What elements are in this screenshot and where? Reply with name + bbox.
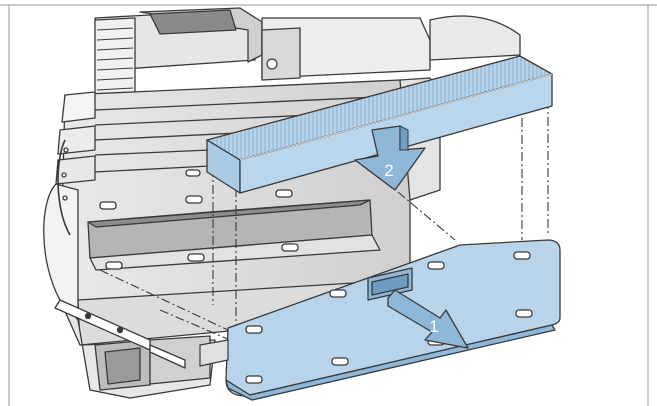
lower-bracket — [199, 339, 229, 367]
step-1-arrow: 1 — [387, 289, 469, 349]
step-2-arrow: 2 — [354, 125, 426, 191]
step-1-label: 1 — [429, 317, 438, 336]
cover-panel — [225, 239, 561, 401]
alignment-guides — [99, 100, 549, 341]
step-2-label: 2 — [384, 161, 393, 180]
